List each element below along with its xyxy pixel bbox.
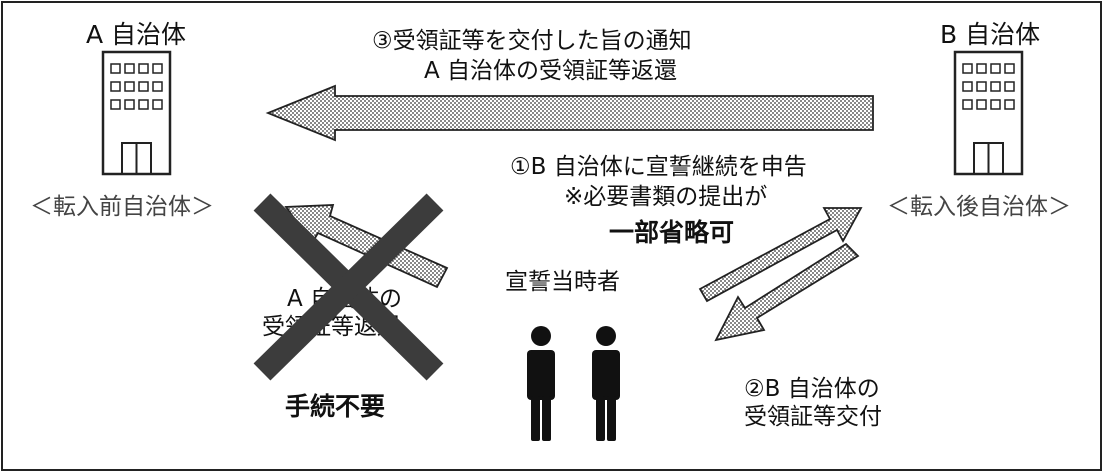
building-a-icon <box>101 50 172 176</box>
step2-arrow <box>714 242 860 342</box>
cross-mark-icon <box>253 193 444 381</box>
municipality-b-name: B 自治体 <box>940 20 1041 49</box>
municipality-b-role: ＜転入後自治体＞ <box>887 194 1071 220</box>
building-b-icon <box>953 50 1024 176</box>
step2-line1: ②B 自治体の <box>744 376 880 402</box>
step1-line2: ※必要書類の提出が <box>564 184 768 210</box>
municipality-a-name: A 自治体 <box>86 20 187 49</box>
step1-line3: 一部省略可 <box>609 218 735 247</box>
step3-line1: ③受領証等を交付した旨の通知 <box>372 28 692 54</box>
step2-line2: 受領証等交付 <box>744 404 882 430</box>
step1-line1: ①B 自治体に宣誓継続を申告 <box>510 154 807 180</box>
person-icon <box>592 326 620 441</box>
person-icon <box>527 326 555 441</box>
municipality-a-role: ＜転入前自治体＞ <box>30 194 214 220</box>
procedure-unnecessary-label: 手続不要 <box>285 392 386 421</box>
step1-arrow <box>698 207 863 303</box>
step3-arrow <box>265 84 874 142</box>
diagram-graphics <box>101 50 1024 441</box>
persons-label: 宣誓当時者 <box>505 269 620 295</box>
step3-line2: A 自治体の受領証等返還 <box>424 58 678 84</box>
